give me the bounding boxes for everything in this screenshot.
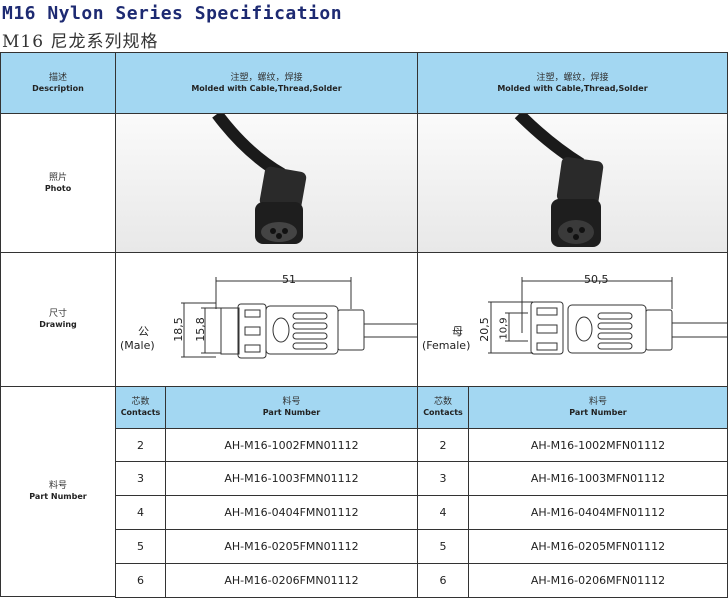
male-part-header: 料号 Part Number [165,386,418,429]
label-en: Photo [44,183,72,193]
part-number-cell: AH-M16-0206FMN01112 [165,563,418,598]
contacts-cell: 2 [417,428,469,462]
gender-en: (Male) [120,339,155,352]
length-dimension: 50,5 [584,273,609,286]
page-subtitle: M16 尼龙系列规格 [2,32,159,52]
contacts-cell: 6 [417,563,469,598]
part-number-cell: AH-M16-0206MFN01112 [468,563,728,598]
contacts-cell: 4 [115,495,166,530]
drawing-label: 尺寸 Drawing [0,252,116,387]
contacts-cell: 4 [417,495,469,530]
female-dimension-drawing [488,277,727,355]
male-connector-image [211,114,306,244]
part-number-cell: AH-M16-1002MFN01112 [468,428,728,462]
female-part-header: 料号 Part Number [468,386,728,429]
part-number-cell: AH-M16-1003MFN01112 [468,461,728,496]
label-zh: 料号 [48,481,67,491]
contacts-cell: 5 [417,529,469,564]
gender-en: (Female) [422,339,471,352]
page-title: M16 Nylon Series Specification [2,3,343,24]
label-en: Description [32,83,84,93]
part-number-cell: AH-M16-0205MFN01112 [468,529,728,564]
desc-en: Molded with Cable,Thread,Solder [497,83,648,93]
header-zh: 料号 [282,397,301,407]
part-number-cell: AH-M16-0205FMN01112 [165,529,418,564]
female-connector-photo [417,113,728,253]
length-dimension: 51 [282,273,296,286]
desc-en: Molded with Cable,Thread,Solder [191,83,342,93]
contacts-cell: 5 [115,529,166,564]
female-description: 注塑，螺纹，焊接 Molded with Cable,Thread,Solder [417,52,728,114]
contacts-cell: 3 [417,461,469,496]
part-number-cell: AH-M16-0404FMN01112 [165,495,418,530]
header-en: Part Number [262,408,321,417]
contacts-cell: 3 [115,461,166,496]
label-zh: 照片 [48,172,67,183]
female-connector-image [514,114,603,247]
label-zh: 描述 [48,72,67,83]
outer-diameter-dimension: 20,5 [477,317,491,342]
header-zh: 料号 [588,397,607,407]
label-en: Part Number [29,492,87,501]
desc-zh: 注塑，螺纹，焊接 [230,72,303,83]
male-contacts-header: 芯数 Contacts [115,386,166,429]
photo-label: 照片 Photo [0,113,116,253]
header-en: Contacts [120,408,161,417]
label-zh: 尺寸 [48,309,67,319]
part-number-cell: AH-M16-1003FMN01112 [165,461,418,496]
part-number-label: 料号 Part Number [0,386,116,597]
male-dimension-drawing [181,277,417,359]
header-zh: 芯数 [131,397,150,407]
header-en: Part Number [569,408,627,417]
desc-zh: 注塑，螺纹，焊接 [536,72,609,83]
male-drawing: 51 18,5 15,8 公 (Male) [115,252,418,387]
gender-zh: 母 [452,325,463,338]
outer-diameter-dimension: 18,5 [171,317,185,342]
description-label: 描述 Description [0,52,116,114]
inner-diameter-dimension: 15,8 [193,317,207,342]
male-description: 注塑，螺纹，焊接 Molded with Cable,Thread,Solder [115,52,418,114]
header-en: Contacts [423,408,463,417]
label-en: Drawing [39,320,77,329]
part-number-cell: AH-M16-0404MFN01112 [468,495,728,530]
male-connector-photo [115,113,418,253]
female-contacts-header: 芯数 Contacts [417,386,469,429]
part-number-cell: AH-M16-1002FMN01112 [165,428,418,462]
contacts-cell: 6 [115,563,166,598]
inner-diameter-dimension: 10,9 [498,317,510,340]
gender-zh: 公 [138,325,149,338]
header-zh: 芯数 [433,397,452,407]
female-drawing: 50,5 20,5 10,9 母 (Female) [417,252,728,387]
contacts-cell: 2 [115,428,166,462]
